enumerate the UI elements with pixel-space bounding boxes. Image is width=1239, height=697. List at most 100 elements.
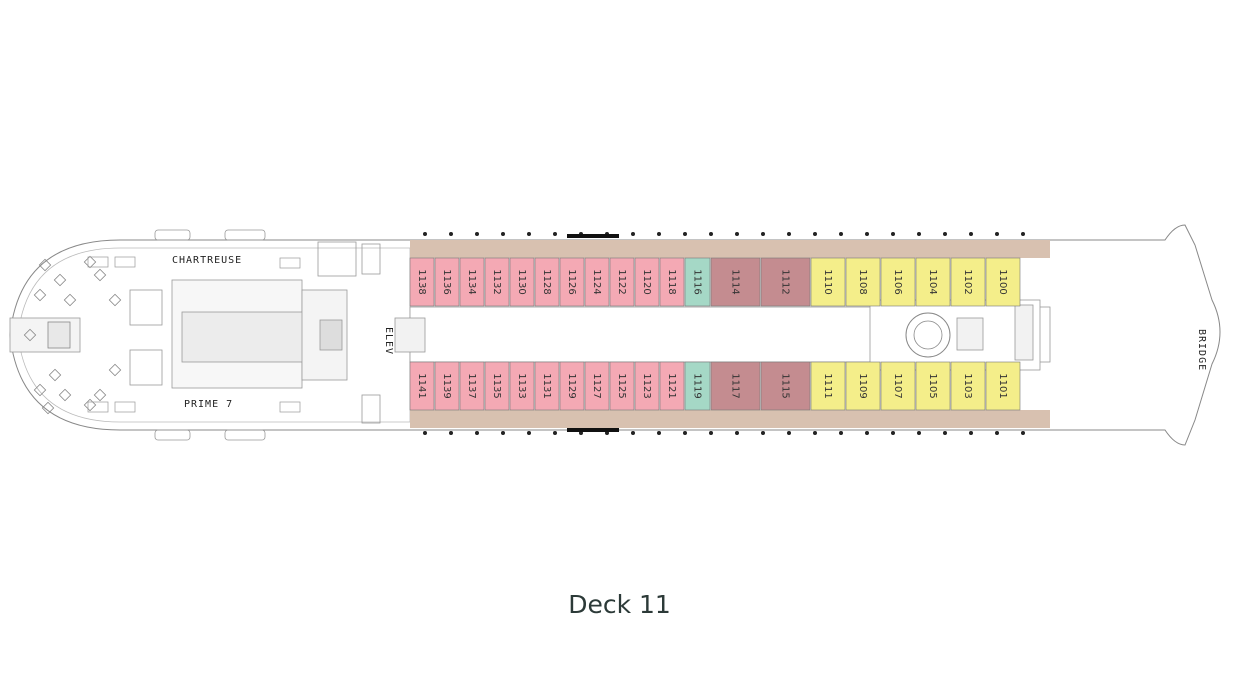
- cabin-label: 1141: [416, 373, 427, 398]
- cabin-label: 1102: [962, 269, 973, 294]
- cabin-1120[interactable]: 1120: [634, 257, 660, 307]
- marker-dot: [501, 431, 505, 435]
- cabin-label: 1121: [666, 373, 677, 398]
- cabin-1137[interactable]: 1137: [459, 361, 485, 411]
- cabin-1126[interactable]: 1126: [559, 257, 585, 307]
- cabin-1109[interactable]: 1109: [845, 361, 881, 411]
- cabin-1118[interactable]: 1118: [659, 257, 685, 307]
- cabin-1131[interactable]: 1131: [534, 361, 560, 411]
- cabin-1135[interactable]: 1135: [484, 361, 510, 411]
- cabin-1106[interactable]: 1106: [880, 257, 916, 307]
- cabin-1110[interactable]: 1110: [810, 257, 846, 307]
- cabin-fill: [584, 257, 610, 307]
- marker-dot: [631, 232, 635, 236]
- elevator-lobby: [394, 317, 426, 353]
- cabin-1116[interactable]: 1116: [684, 257, 711, 307]
- dining-booth: [279, 257, 301, 269]
- marker-dot: [657, 232, 661, 236]
- cabin-1121[interactable]: 1121: [659, 361, 685, 411]
- cabin-1129[interactable]: 1129: [559, 361, 585, 411]
- elevator-label-aft: ELEV: [383, 327, 394, 355]
- cabin-label: 1120: [641, 269, 652, 294]
- cabin-fill: [915, 361, 951, 411]
- cabin-fill: [710, 361, 761, 411]
- cabin-1139[interactable]: 1139: [434, 361, 460, 411]
- cabin-1108[interactable]: 1108: [845, 257, 881, 307]
- cabin-1107[interactable]: 1107: [880, 361, 916, 411]
- cabin-fill: [434, 257, 460, 307]
- cabin-1112[interactable]: 1112: [760, 257, 811, 307]
- marker-dot: [813, 232, 817, 236]
- cabin-fill: [409, 257, 435, 307]
- marker-dot: [475, 431, 479, 435]
- cabin-1132[interactable]: 1132: [484, 257, 510, 307]
- venue-label-prime-7: PRIME 7: [184, 399, 233, 410]
- cabin-label: 1127: [591, 373, 602, 398]
- cabin-1136[interactable]: 1136: [434, 257, 460, 307]
- marker-dot: [787, 431, 791, 435]
- cabin-1102[interactable]: 1102: [950, 257, 986, 307]
- cabin-label: 1106: [892, 269, 903, 294]
- cabin-fill: [534, 361, 560, 411]
- cabin-1101[interactable]: 1101: [985, 361, 1021, 411]
- cabin-label: 1123: [641, 373, 652, 398]
- cabin-label: 1131: [541, 373, 552, 398]
- cabin-fill: [609, 361, 635, 411]
- cabin-fill: [915, 257, 951, 307]
- cabin-label: 1132: [491, 269, 502, 294]
- cabin-fill: [659, 361, 685, 411]
- cabin-1114[interactable]: 1114: [710, 257, 761, 307]
- cabin-1119[interactable]: 1119: [684, 361, 711, 411]
- marker-dot: [527, 431, 531, 435]
- marker-dot: [995, 232, 999, 236]
- cabin-1141[interactable]: 1141: [409, 361, 435, 411]
- dining-table: [33, 288, 47, 302]
- dining-table: [58, 388, 72, 402]
- cabin-1134[interactable]: 1134: [459, 257, 485, 307]
- cabin-label: 1137: [466, 373, 477, 398]
- cabin-1105[interactable]: 1105: [915, 361, 951, 411]
- cabin-fill: [459, 257, 485, 307]
- cabin-1127[interactable]: 1127: [584, 361, 610, 411]
- cabin-fill: [659, 257, 685, 307]
- cabin-1123[interactable]: 1123: [634, 361, 660, 411]
- cabin-1100[interactable]: 1100: [985, 257, 1021, 307]
- cabin-fill: [845, 257, 881, 307]
- marker-dot: [917, 232, 921, 236]
- cabin-1130[interactable]: 1130: [509, 257, 535, 307]
- marker-dot: [631, 431, 635, 435]
- cabin-1124[interactable]: 1124: [584, 257, 610, 307]
- balcony-markers: [423, 232, 1025, 435]
- cabin-label: 1119: [692, 373, 703, 398]
- cabin-fill: [609, 257, 635, 307]
- cabin-fill: [950, 257, 986, 307]
- cabin-1115[interactable]: 1115: [760, 361, 811, 411]
- venue-label-chartreuse: CHARTREUSE: [172, 255, 242, 266]
- cabin-label: 1133: [516, 373, 527, 398]
- cabin-1128[interactable]: 1128: [534, 257, 560, 307]
- cabin-1133[interactable]: 1133: [509, 361, 535, 411]
- marker-dot: [943, 431, 947, 435]
- cabin-1122[interactable]: 1122: [609, 257, 635, 307]
- dining-table: [53, 273, 67, 287]
- cabin-fill: [760, 361, 811, 411]
- dining-table: [63, 293, 77, 307]
- cabin-1103[interactable]: 1103: [950, 361, 986, 411]
- marker-dot: [501, 232, 505, 236]
- marker-bar: [567, 234, 619, 238]
- cabin-label: 1101: [997, 373, 1008, 398]
- cabin-1117[interactable]: 1117: [710, 361, 761, 411]
- cabin-1138[interactable]: 1138: [409, 257, 435, 307]
- cabin-1111[interactable]: 1111: [810, 361, 846, 411]
- dining-table: [38, 258, 52, 272]
- cabin-fill: [509, 361, 535, 411]
- cabin-label: 1104: [927, 269, 938, 294]
- marker-dot: [943, 232, 947, 236]
- cabin-1125[interactable]: 1125: [609, 361, 635, 411]
- dining-table: [41, 401, 55, 415]
- marker-dot: [423, 431, 427, 435]
- cabin-1104[interactable]: 1104: [915, 257, 951, 307]
- venue-label-bridge: BRIDGE: [1196, 329, 1207, 371]
- cabin-label: 1126: [566, 269, 577, 294]
